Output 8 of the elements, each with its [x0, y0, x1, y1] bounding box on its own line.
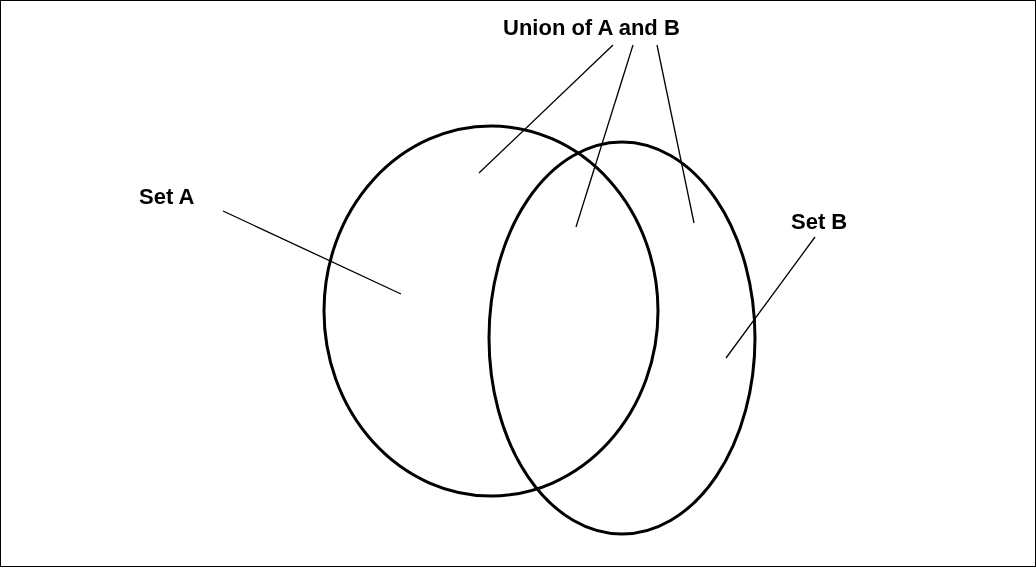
set-label: Set B	[791, 209, 848, 235]
leader-line	[222, 210, 402, 295]
leader-line	[575, 44, 634, 228]
leader-line	[478, 44, 614, 174]
leader-line	[725, 236, 816, 359]
set-label: Union of A and B	[503, 15, 680, 41]
set-label: Set A	[139, 184, 195, 210]
leader-line	[656, 44, 695, 224]
